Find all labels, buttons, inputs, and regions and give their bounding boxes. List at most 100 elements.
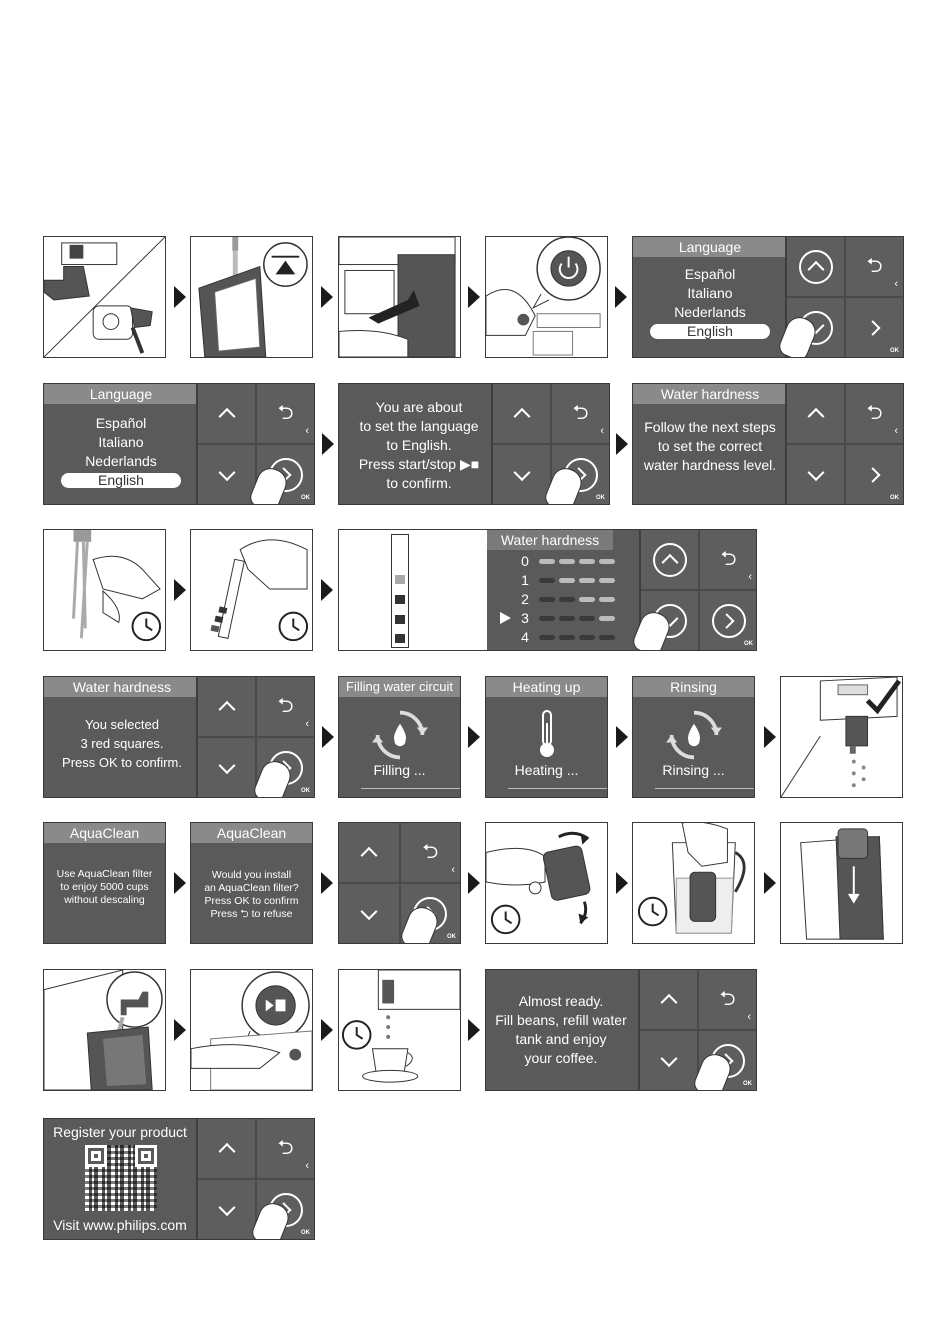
hardness-dash (579, 597, 595, 602)
step-arrow (764, 872, 776, 894)
up-button[interactable] (198, 1119, 255, 1178)
step-arrow (764, 726, 776, 748)
language-option-selected[interactable]: English (650, 324, 770, 339)
ok-button[interactable]: OK (700, 591, 756, 650)
chevron-down-icon (218, 756, 235, 774)
message-line: to English. (386, 437, 452, 453)
chevron-up-icon (660, 993, 677, 1011)
chevron-down-icon (218, 463, 235, 481)
back-button[interactable]: ⮌‹ (552, 384, 609, 443)
message-line: You selected (85, 717, 159, 732)
back-button[interactable]: ⮌‹ (257, 677, 314, 736)
message-line: Press start/stop ▶■ (358, 456, 480, 472)
ok-button[interactable]: OK (846, 298, 903, 357)
ok-label: OK (596, 495, 605, 501)
power-button-illustration (486, 237, 601, 356)
screen-title: Language (44, 384, 198, 404)
language-option[interactable]: Nederlands (85, 453, 157, 469)
back-button[interactable]: ⮌‹ (257, 384, 314, 443)
chevron-down-icon (660, 1049, 677, 1067)
language-option[interactable]: Español (95, 415, 147, 431)
message-line: to set the language (359, 418, 479, 434)
hardness-dash (599, 597, 615, 602)
hardness-dash (539, 559, 555, 564)
qr-code-icon[interactable] (85, 1145, 157, 1211)
hardness-dash (539, 597, 555, 602)
progress-line (655, 788, 754, 789)
step-plug-in-power (43, 236, 166, 358)
hardness-row[interactable]: 4 (487, 628, 617, 647)
hardness-dash (539, 578, 555, 583)
up-button[interactable] (787, 384, 844, 443)
start-button-illustration (191, 971, 312, 1090)
up-button[interactable] (198, 677, 255, 736)
hardness-row-selected[interactable]: 3 (487, 609, 617, 628)
hardness-dash (559, 635, 575, 640)
up-button[interactable] (198, 384, 255, 443)
register-title: Register your product (53, 1124, 187, 1140)
language-options: Español Italiano Nederlands English (44, 414, 198, 490)
ok-label: OK (301, 788, 310, 794)
chevron-up-icon (218, 1142, 235, 1160)
up-button[interactable] (787, 237, 844, 296)
down-button[interactable] (493, 445, 550, 504)
back-button[interactable]: ⮌‹ (846, 384, 903, 443)
language-option[interactable]: Italiano (687, 285, 733, 301)
water-hardness-select-panel: Water hardness 0 1 2 3 4 (338, 529, 757, 651)
back-button[interactable]: ⮌‹ (700, 530, 756, 589)
back-button[interactable]: ⮌‹ (699, 970, 756, 1029)
step-fill-water-tank (190, 236, 313, 358)
screen-title: Water hardness (633, 384, 787, 404)
message-line: to enjoy 5000 cups (60, 881, 149, 893)
message-line: Follow the next steps (644, 419, 776, 435)
back-button[interactable]: ⮌‹ (400, 823, 460, 882)
confirm-message: You selected 3 red squares. Press OK to … (44, 715, 200, 772)
hardness-row[interactable]: 0 (487, 552, 617, 571)
almost-ready-screen: Almost ready. Fill beans, refill water t… (485, 969, 757, 1091)
up-button[interactable] (493, 384, 550, 443)
water-hardness-intro-screen: Water hardness Follow the next steps to … (632, 383, 904, 505)
language-option[interactable]: Italiano (98, 434, 144, 450)
install-message: Would you install an AquaClean filter? P… (191, 869, 312, 921)
up-button[interactable] (641, 530, 698, 589)
down-button[interactable] (339, 884, 399, 943)
progress-line (361, 788, 460, 789)
chevron-left-icon: ‹ (305, 718, 309, 730)
aquaclean-install-screen: AquaClean Would you install an AquaClean… (190, 822, 313, 944)
down-button[interactable] (787, 445, 844, 504)
back-icon: ⮌ (720, 547, 737, 570)
chevron-up-icon (360, 846, 378, 864)
step-arrow (616, 726, 628, 748)
test-strip-read-illustration (210, 539, 309, 642)
hardness-row[interactable]: 2 (487, 590, 617, 609)
button-highlight (652, 542, 687, 577)
machine-insert-illustration (339, 237, 456, 357)
message-line: 3 red squares. (80, 736, 164, 751)
down-button[interactable] (198, 738, 255, 797)
language-option-selected[interactable]: English (61, 473, 181, 488)
step-arrow (321, 286, 333, 308)
language-option[interactable]: Nederlands (674, 304, 746, 320)
up-button[interactable] (640, 970, 697, 1029)
back-button[interactable]: ⮌‹ (257, 1119, 314, 1178)
down-button[interactable] (640, 1031, 697, 1090)
step-arrow (322, 726, 334, 748)
register-footer[interactable]: Visit www.philips.com (53, 1217, 187, 1233)
down-button[interactable] (198, 1180, 255, 1239)
strip-square (395, 634, 405, 643)
hardness-dash (579, 616, 595, 621)
hardness-dash (559, 559, 575, 564)
language-option[interactable]: Español (684, 266, 736, 282)
back-button[interactable]: ⮌‹ (846, 237, 903, 296)
hardness-dash (579, 578, 595, 583)
ok-button[interactable]: OK (846, 445, 903, 504)
up-button[interactable] (339, 823, 399, 882)
down-button[interactable] (198, 445, 255, 504)
step-press-power (485, 236, 608, 358)
ok-label: OK (447, 934, 456, 940)
hardness-row[interactable]: 1 (487, 571, 617, 590)
rinsing-screen: Rinsing Rinsing ... (632, 676, 755, 798)
chevron-left-icon: ‹ (747, 1011, 751, 1023)
ready-message: Almost ready. Fill beans, refill water t… (486, 992, 636, 1068)
strip-square (395, 595, 405, 604)
